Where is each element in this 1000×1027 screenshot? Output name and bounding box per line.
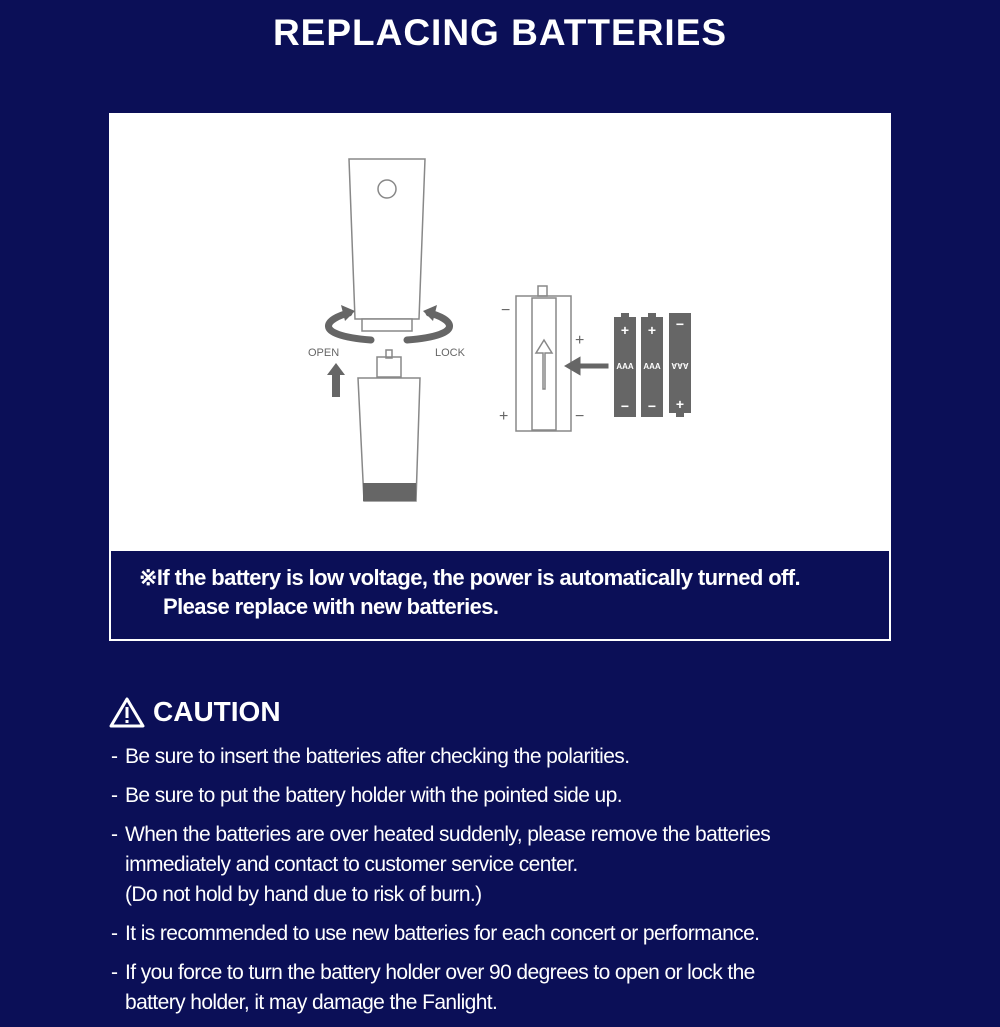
caution-item-line: Be sure to insert the batteries after ch… [125, 745, 630, 768]
plus-sign: + [575, 332, 584, 349]
svg-text:−: − [621, 398, 629, 414]
fanlight-bottom-body [357, 377, 421, 502]
illustration-panel: OPEN LOCK − + + − AAA AAA AAA + + − − − + ※I… [109, 113, 891, 641]
caution-item-line: Be sure to put the battery holder with t… [125, 784, 623, 807]
bullet-dash: - [111, 961, 118, 984]
svg-text:+: + [648, 322, 656, 338]
caution-item-line: (Do not hold by hand due to risk of burn… [125, 883, 482, 906]
open-up-arrow-icon [327, 363, 345, 397]
caution-item: -If you force to turn the battery holder… [111, 958, 931, 1018]
caution-item: -Be sure to put the battery holder with … [111, 781, 931, 811]
note-symbol: ※ [139, 565, 157, 590]
caution-item-line: immediately and contact to customer serv… [125, 853, 578, 876]
lock-rotate-arrow-icon [403, 309, 453, 344]
battery-label: AAA [643, 362, 661, 371]
up-arrow-icon [534, 338, 554, 390]
bullet-dash: - [111, 745, 118, 768]
caution-item-line: It is recommended to use new batteries f… [125, 922, 760, 945]
bullet-dash: - [111, 823, 118, 846]
page-title: REPLACING BATTERIES [272, 12, 728, 53]
logo-icon [377, 179, 397, 199]
warning-triangle-icon [109, 697, 145, 728]
bullet-dash: - [111, 922, 118, 945]
caution-item: -It is recommended to use new batteries … [111, 919, 931, 949]
caution-title: CAUTION [153, 696, 281, 727]
aaa-batteries [614, 313, 691, 417]
caution-item-line: If you force to turn the battery holder … [125, 961, 755, 984]
minus-sign: − [501, 302, 510, 319]
holder-connector [376, 356, 402, 378]
caution-item: -Be sure to insert the batteries after c… [111, 742, 931, 772]
fanlight-top-body [348, 158, 426, 320]
bullet-dash: - [111, 784, 118, 807]
open-label: OPEN [308, 347, 339, 359]
caution-item-line: When the batteries are over heated sudde… [125, 823, 771, 846]
caution-item-line: battery holder, it may damage the Fanlig… [125, 991, 498, 1014]
battery-label: AAA [671, 361, 689, 370]
caution-item: -When the batteries are over heated sudd… [111, 820, 931, 910]
svg-text:+: + [676, 396, 684, 412]
note-line-2: Please replace with new batteries. [163, 594, 499, 619]
low-voltage-note: ※If the battery is low voltage, the powe… [109, 551, 891, 641]
minus-sign: − [575, 408, 584, 425]
open-rotate-arrow-icon [325, 309, 375, 344]
battery-replacement-illustration: OPEN LOCK − + + − AAA AAA AAA + + − − − + [308, 158, 691, 502]
caution-list: -Be sure to insert the batteries after c… [111, 742, 931, 1027]
fanlight-bottom-band [363, 483, 416, 501]
plus-sign: + [499, 408, 508, 425]
svg-text:−: − [676, 316, 684, 332]
svg-text:−: − [648, 398, 656, 414]
lock-label: LOCK [435, 347, 466, 359]
battery-label: AAA [616, 362, 634, 371]
note-line-1: If the battery is low voltage, the power… [156, 565, 801, 590]
svg-text:+: + [621, 322, 629, 338]
insert-arrow-icon [564, 356, 609, 376]
fanlight-top-collar [361, 318, 413, 332]
caution-heading: CAUTION [109, 696, 281, 728]
